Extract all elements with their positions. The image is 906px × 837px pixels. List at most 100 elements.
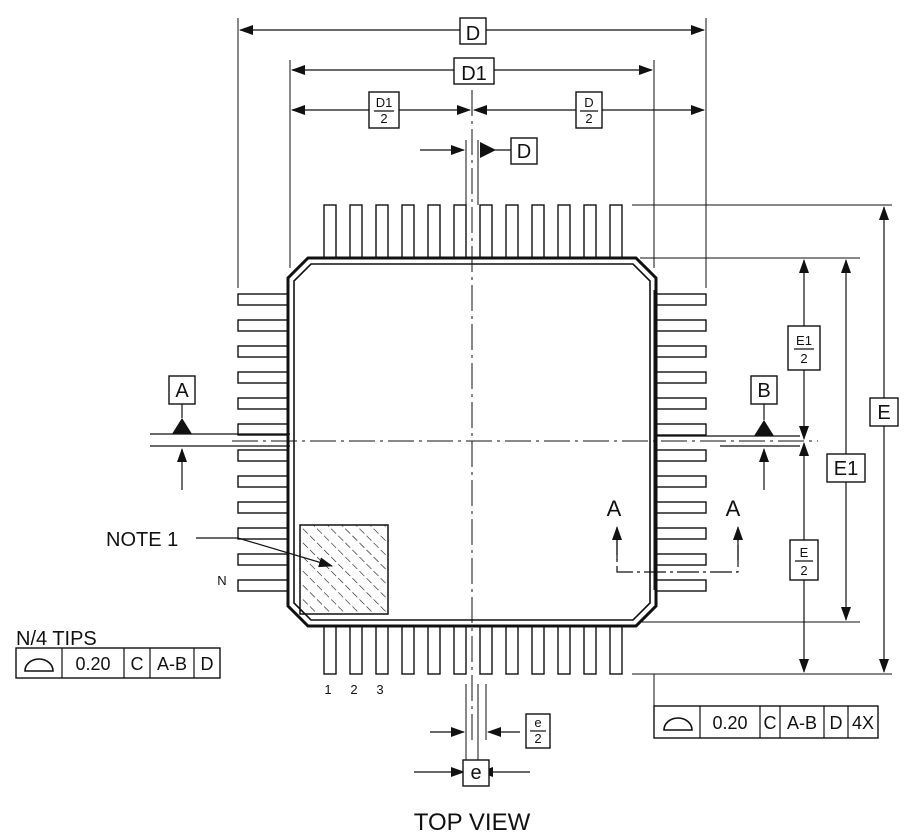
dim-d1-label: D1 bbox=[461, 63, 487, 85]
tol-right-datum-ab: A-B bbox=[787, 713, 817, 733]
tolerance-frame-left: 0.20 C A-B D bbox=[15, 647, 221, 679]
lead-bottom bbox=[401, 623, 415, 675]
dim-e-label: E bbox=[877, 402, 890, 424]
datum-triangle-icon bbox=[172, 418, 192, 434]
lead-bottom bbox=[375, 623, 389, 675]
tol-left-datum-d: D bbox=[201, 654, 214, 674]
lead-top bbox=[323, 204, 337, 261]
dim-d-label: D bbox=[466, 23, 480, 45]
lead-bottom bbox=[323, 623, 337, 675]
lead-left bbox=[237, 319, 295, 332]
lead-top bbox=[453, 204, 467, 261]
lead-left bbox=[237, 501, 295, 514]
lead-bottom bbox=[349, 623, 363, 675]
half-d-numerator: D bbox=[584, 95, 593, 110]
pitch-label: e bbox=[470, 762, 481, 784]
lead-top bbox=[609, 204, 623, 261]
note1-leader bbox=[196, 537, 333, 568]
half-e1-denominator: 2 bbox=[800, 351, 807, 366]
tol-left-datum-ab: A-B bbox=[157, 654, 187, 674]
lead-left bbox=[237, 345, 295, 358]
lead-bottom bbox=[583, 623, 597, 675]
lead-bottom bbox=[557, 623, 571, 675]
pin-3-label: 3 bbox=[376, 682, 383, 697]
lead-top bbox=[505, 204, 519, 261]
tol-left-datum-c: C bbox=[131, 654, 144, 674]
view-title: TOP VIEW bbox=[414, 809, 531, 836]
dim-e1-label: E1 bbox=[834, 458, 858, 480]
lead-right bbox=[649, 423, 707, 436]
package-body-inner bbox=[293, 263, 651, 621]
lead-right bbox=[649, 319, 707, 332]
half-d1-denominator: 2 bbox=[380, 111, 387, 126]
bottom-leads bbox=[323, 623, 623, 675]
half-e1-numerator: E1 bbox=[796, 333, 812, 348]
profile-of-surface-icon bbox=[663, 717, 693, 731]
half-d1-numerator: D1 bbox=[376, 95, 393, 110]
half-d-denominator: 2 bbox=[585, 111, 592, 126]
datum-a-label: A bbox=[175, 380, 189, 402]
lead-right bbox=[649, 397, 707, 410]
lead-right bbox=[649, 449, 707, 462]
lead-left bbox=[237, 293, 295, 306]
tol-left-value: 0.20 bbox=[75, 654, 110, 674]
datum-triangle-icon bbox=[480, 142, 496, 158]
pin-1-label: 1 bbox=[324, 682, 331, 697]
lead-top bbox=[349, 204, 363, 261]
tol-right-value: 0.20 bbox=[712, 713, 747, 733]
pitch-half-numerator: e bbox=[534, 715, 541, 730]
label-boxes bbox=[168, 17, 899, 787]
extension-lines bbox=[237, 18, 892, 770]
datum-triangle-icon bbox=[754, 420, 774, 436]
lead-right bbox=[649, 475, 707, 488]
right-leads bbox=[649, 293, 707, 592]
tolerance-frame-right: 0.20 C A-B D 4X bbox=[653, 705, 879, 739]
lead-bottom bbox=[505, 623, 519, 675]
fraction-bars bbox=[374, 110, 814, 732]
lead-right bbox=[649, 293, 707, 306]
lead-right bbox=[649, 501, 707, 514]
section-a-left-label: A bbox=[607, 496, 622, 521]
lead-top bbox=[479, 204, 493, 261]
lead-left bbox=[237, 553, 295, 566]
tol-right-datum-d: D bbox=[830, 713, 843, 733]
lead-left bbox=[237, 371, 295, 384]
lead-top bbox=[557, 204, 571, 261]
lead-left bbox=[237, 527, 295, 540]
pin-n-label: N bbox=[217, 573, 226, 588]
lead-right bbox=[649, 371, 707, 384]
lead-bottom bbox=[479, 623, 493, 675]
lead-top bbox=[583, 204, 597, 261]
lead-bottom bbox=[427, 623, 441, 675]
lead-bottom bbox=[609, 623, 623, 675]
lead-bottom bbox=[453, 623, 467, 675]
lead-top bbox=[375, 204, 389, 261]
lead-top bbox=[427, 204, 441, 261]
top-leads bbox=[323, 204, 623, 261]
lead-left bbox=[237, 423, 295, 436]
profile-of-surface-icon bbox=[24, 658, 54, 672]
lead-left bbox=[237, 475, 295, 488]
lead-left bbox=[237, 449, 295, 462]
pitch-half-denominator: 2 bbox=[534, 731, 541, 746]
note-1-label: NOTE 1 bbox=[106, 529, 178, 551]
datum-b-label: B bbox=[757, 380, 770, 402]
lead-top bbox=[401, 204, 415, 261]
pin-2-label: 2 bbox=[350, 682, 357, 697]
lead-left bbox=[237, 579, 295, 592]
tol-right-datum-c: C bbox=[764, 713, 777, 733]
half-e-denominator: 2 bbox=[800, 563, 807, 578]
lead-right bbox=[649, 579, 707, 592]
lead-right bbox=[649, 527, 707, 540]
tips-label: N/4 TIPS bbox=[16, 628, 97, 650]
datum-d-label: D bbox=[517, 141, 531, 163]
lead-left bbox=[237, 397, 295, 410]
lead-right bbox=[649, 553, 707, 566]
half-e-numerator: E bbox=[800, 545, 809, 560]
lead-top bbox=[531, 204, 545, 261]
lead-bottom bbox=[531, 623, 545, 675]
section-a-right-label: A bbox=[726, 496, 741, 521]
pin1-hatched-area bbox=[299, 524, 389, 615]
lead-right bbox=[649, 345, 707, 358]
